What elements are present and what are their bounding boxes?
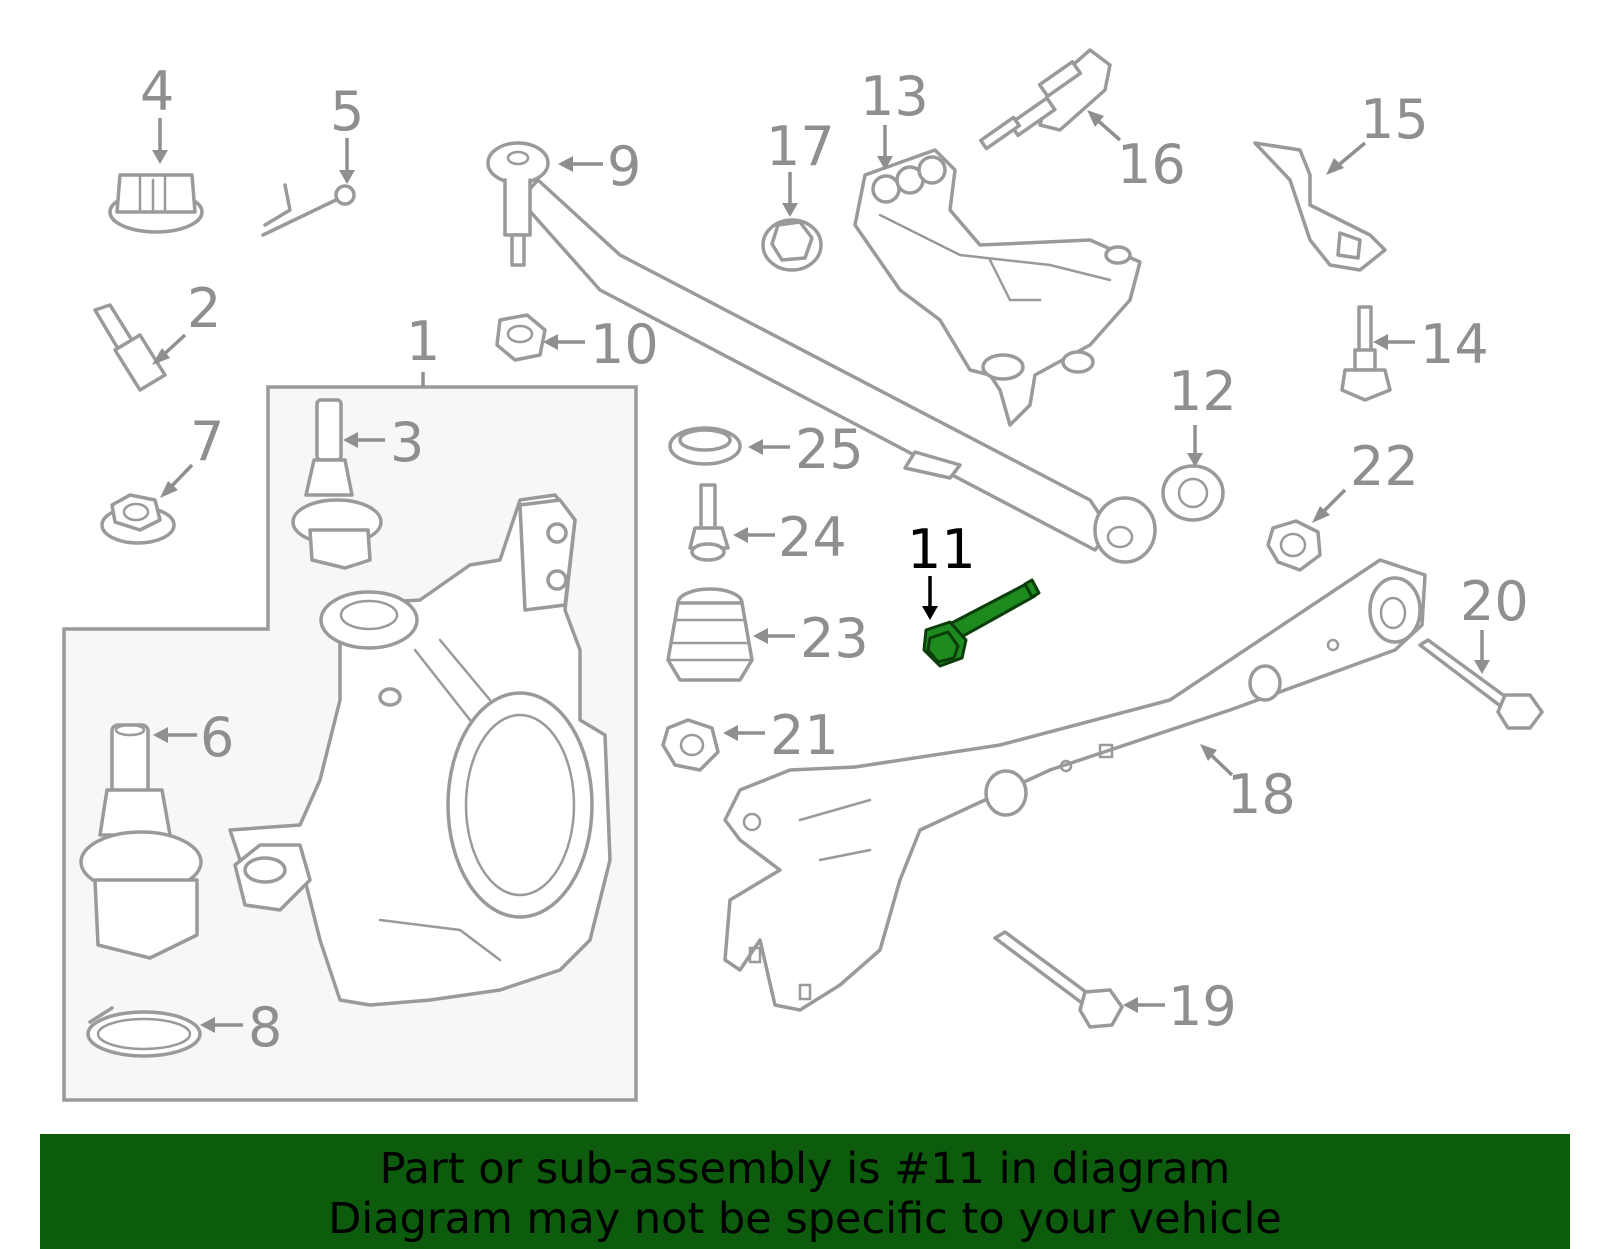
part-11-bolt-highlighted[interactable] xyxy=(922,578,1041,668)
part-13-upper-arm xyxy=(853,148,1142,427)
callout-label-15: 15 xyxy=(1360,88,1429,151)
callout-1: 1 xyxy=(406,310,440,373)
callout-label-6: 6 xyxy=(200,706,234,769)
callout-label-19: 19 xyxy=(1168,975,1237,1038)
callout-label-16: 16 xyxy=(1117,133,1186,196)
callout-label-2: 2 xyxy=(187,277,221,340)
callout-label-12: 12 xyxy=(1168,360,1237,423)
callout-8: 8 xyxy=(200,996,282,1059)
callout-17: 17 xyxy=(766,115,835,217)
callout-label-17: 17 xyxy=(766,115,835,178)
part-8-seal xyxy=(86,1006,202,1058)
part-7-nut xyxy=(100,493,176,545)
part-22-nut xyxy=(1266,519,1322,572)
banner-line-2: Diagram may not be specific to your vehi… xyxy=(328,1194,1282,1244)
part-18-lower-arm xyxy=(723,558,1427,1012)
part-2-sensor xyxy=(93,303,167,392)
banner-line-1: Part or sub-assembly is #11 in diagram xyxy=(379,1144,1231,1194)
part-24-stud xyxy=(688,483,730,562)
callout-2: 2 xyxy=(152,277,221,365)
callout-7: 7 xyxy=(160,410,224,498)
part-14-bolt xyxy=(1340,305,1392,402)
callout-9: 9 xyxy=(558,135,641,198)
callout-11: 11 xyxy=(907,518,976,620)
callout-label-11: 11 xyxy=(907,518,976,581)
part-5-clip xyxy=(261,183,356,237)
callout-24: 24 xyxy=(733,506,847,569)
part-1-knuckle xyxy=(228,493,612,1007)
callout-15: 15 xyxy=(1326,88,1429,175)
callout-label-8: 8 xyxy=(248,996,282,1059)
callout-label-22: 22 xyxy=(1350,435,1419,498)
callout-22: 22 xyxy=(1312,435,1419,523)
callout-5: 5 xyxy=(330,80,364,184)
part-20-bolt xyxy=(1418,638,1544,730)
part-3-ball-joint xyxy=(291,398,383,570)
callout-label-21: 21 xyxy=(770,704,839,767)
part-6-ball-joint xyxy=(79,723,203,960)
callout-label-9: 9 xyxy=(607,135,641,198)
part-25-washer xyxy=(668,426,742,466)
callout-label-3: 3 xyxy=(390,411,424,474)
part-19-bolt xyxy=(993,930,1124,1029)
info-banner: Part or sub-assembly is #11 in diagram D… xyxy=(40,1134,1570,1249)
callout-label-23: 23 xyxy=(800,607,869,670)
part-12-nut xyxy=(1161,464,1225,522)
callout-3: 3 xyxy=(343,411,424,474)
part-17-flange-nut xyxy=(761,218,823,272)
callout-18: 18 xyxy=(1200,744,1296,826)
callout-23: 23 xyxy=(753,607,869,670)
callout-label-14: 14 xyxy=(1420,313,1489,376)
part-9-radius-arm xyxy=(486,141,1157,564)
callout-label-4: 4 xyxy=(140,60,174,123)
callout-6: 6 xyxy=(153,706,234,769)
callout-21: 21 xyxy=(723,704,839,767)
callout-label-24: 24 xyxy=(778,506,847,569)
callout-14: 14 xyxy=(1373,313,1489,376)
part-4-bushing-cap xyxy=(108,173,204,234)
part-15-bracket xyxy=(1253,141,1387,272)
callout-label-10: 10 xyxy=(590,313,659,376)
callout-19: 19 xyxy=(1123,975,1237,1038)
callout-label-25: 25 xyxy=(795,418,864,481)
callout-25: 25 xyxy=(748,418,864,481)
callout-label-20: 20 xyxy=(1460,570,1529,633)
part-10-nut xyxy=(495,313,547,362)
callout-label-18: 18 xyxy=(1227,763,1296,826)
part-23-bushing xyxy=(666,587,754,682)
callout-4: 4 xyxy=(140,60,174,164)
callout-20: 20 xyxy=(1460,570,1529,674)
callout-label-7: 7 xyxy=(190,410,224,473)
part-16-bolt-set xyxy=(978,48,1112,151)
callout-12: 12 xyxy=(1168,360,1237,467)
callout-13: 13 xyxy=(860,65,929,170)
callout-16: 16 xyxy=(1087,110,1186,196)
callout-10: 10 xyxy=(543,313,659,376)
callout-label-13: 13 xyxy=(860,65,929,128)
part-21-nut xyxy=(661,718,720,772)
callout-label-1: 1 xyxy=(406,310,440,373)
callout-label-5: 5 xyxy=(330,80,364,143)
